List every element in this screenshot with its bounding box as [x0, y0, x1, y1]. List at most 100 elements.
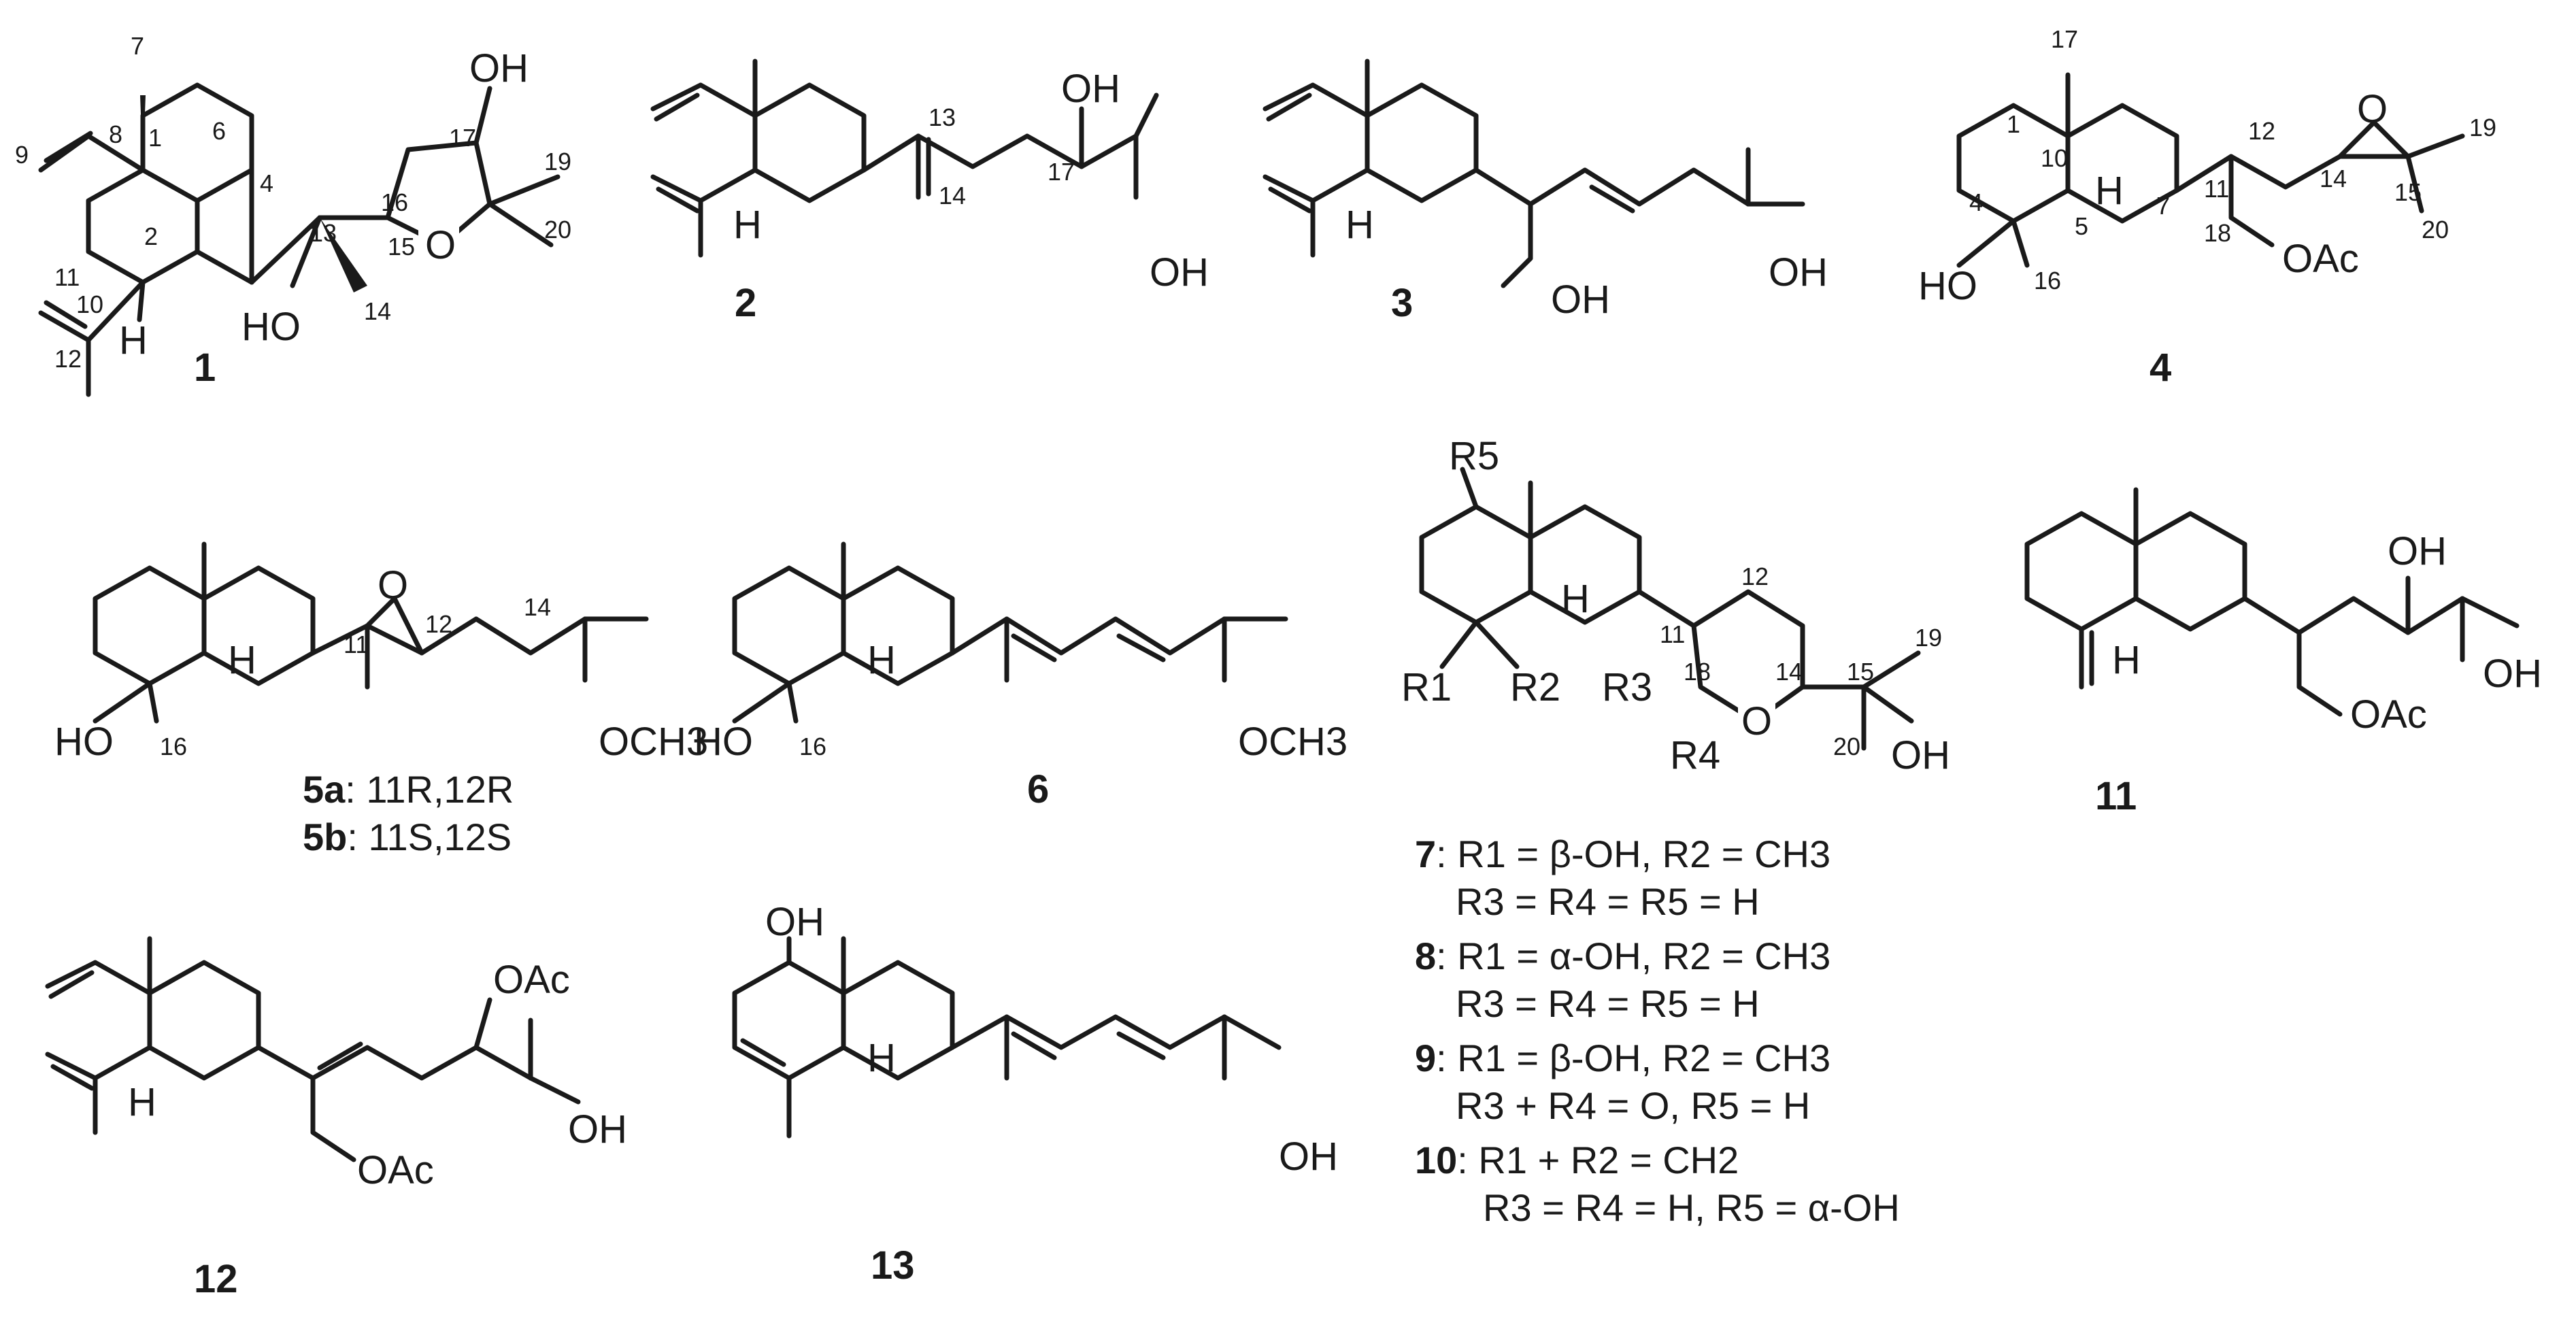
compound-13-oh-a: OH — [765, 900, 824, 944]
substituent-table: 7: R1 = β-OH, R2 = CH3 R3 = R4 = R5 = H … — [1415, 833, 1900, 1229]
compound-6-structure: HO OCH3 H 16 — [694, 541, 1348, 764]
compound-12-oac-b: OAc — [357, 1148, 434, 1192]
compound-5-och3-label: OCH3 — [599, 720, 708, 764]
compound-7-10-num-20: 20 — [1833, 733, 1860, 760]
compound-4-o-label: O — [2357, 87, 2388, 131]
compound-7-10-r3-label: R3 — [1602, 665, 1652, 709]
compound-6-id: 6 — [1027, 767, 1049, 811]
compound-7-10-r1-label: R1 — [1401, 665, 1452, 709]
compound-1-num-19: 19 — [544, 148, 571, 175]
compound-1-num-1: 1 — [148, 124, 162, 152]
compound-1-o-label: O — [425, 223, 456, 267]
compound-12-id: 12 — [194, 1257, 238, 1301]
compound-6-ho-label: HO — [694, 720, 753, 764]
compound-13-oh-b: OH — [1279, 1135, 1338, 1179]
compound-7-10-structure: O R5 R1 R2 R3 R4 OH H 11 12 14 15 18 19 … — [1401, 434, 1950, 777]
compound-1-num-20: 20 — [544, 216, 571, 243]
compound-7-10-o-label: O — [1741, 699, 1772, 743]
compound-11-structure: OH OH OAc H — [2024, 487, 2542, 737]
compound-11-oh-a: OH — [2388, 529, 2447, 573]
compound-2-structure: H OH OH 13 14 17 — [650, 58, 1209, 295]
compound-11-id: 11 — [2095, 774, 2137, 818]
compound-1-num-13: 13 — [310, 219, 337, 247]
compound-1-num-12: 12 — [54, 345, 82, 373]
compound-3-h-label: H — [1345, 203, 1374, 247]
compound-5a-legend: 5a: 11R,12R — [303, 768, 514, 811]
compound-12-oh-label: OH — [568, 1107, 627, 1152]
compound-4-num-7: 7 — [2156, 192, 2170, 220]
compound-4-ho-label: HO — [1918, 264, 1977, 308]
compound-4-num-14: 14 — [2320, 165, 2347, 192]
compound-5a-config: : 11R,12R — [345, 768, 514, 811]
compound-4-num-1: 1 — [2007, 110, 2020, 138]
compound-4-num-5: 5 — [2075, 212, 2088, 240]
compound-13-structure: OH OH H — [732, 900, 1338, 1179]
compound-7-10-num-11: 11 — [1660, 620, 1685, 648]
compound-1-num-17: 17 — [449, 124, 476, 152]
compound-1-id: 1 — [194, 346, 216, 390]
substituent-7-line1: 7: R1 = β-OH, R2 = CH3 — [1415, 833, 1830, 875]
compound-7-10-r2-label: R2 — [1510, 665, 1560, 709]
compound-7-10-r4-label: R4 — [1670, 733, 1720, 777]
compound-1-num-7: 7 — [131, 32, 144, 60]
compound-7-10-h-label: H — [1561, 577, 1590, 621]
compound-2-num-17: 17 — [1048, 158, 1075, 186]
compound-2-num-13: 13 — [929, 103, 956, 131]
compound-3-oh-b: OH — [1769, 250, 1828, 295]
compound-5-num-11: 11 — [344, 631, 369, 658]
compound-7-10-r5-label: R5 — [1449, 434, 1499, 478]
compound-2-h-label: H — [733, 203, 762, 247]
compound-5-structure: HO O OCH3 H 11 12 14 16 — [54, 541, 708, 764]
compound-6-num-16: 16 — [799, 733, 826, 760]
substituent-8-line1: 8: R1 = α-OH, R2 = CH3 — [1415, 935, 1830, 977]
compound-1-ho-label: HO — [241, 305, 301, 349]
compound-4-id: 4 — [2150, 346, 2171, 390]
compound-1-num-2: 2 — [144, 222, 158, 250]
compound-7-10-num-12: 12 — [1741, 562, 1769, 590]
substituent-10-line2: R3 = R4 = H, R5 = α-OH — [1483, 1186, 1900, 1229]
compound-12-h-label: H — [128, 1080, 156, 1124]
compound-7-10-num-19: 19 — [1915, 624, 1942, 652]
compound-3-id: 3 — [1391, 281, 1413, 325]
compound-12-structure: H OAc OH OAc — [45, 936, 627, 1192]
compound-4-num-10: 10 — [2041, 144, 2068, 172]
compound-5a-id: 5a — [303, 768, 346, 811]
compound-11-h-label: H — [2112, 638, 2141, 682]
substituent-7-line2: R3 = R4 = R5 = H — [1456, 880, 1760, 923]
compound-5-num-14: 14 — [524, 593, 551, 621]
compound-5b-config: : 11S,12S — [347, 816, 512, 858]
compound-2-id: 2 — [735, 281, 756, 325]
compound-1-num-10: 10 — [76, 290, 103, 318]
substituent-9-line1: 9: R1 = β-OH, R2 = CH3 — [1415, 1037, 1830, 1079]
compound-4-h-label: H — [2095, 169, 2124, 213]
compound-12-oac-a: OAc — [493, 958, 570, 1002]
compound-1-num-14: 14 — [364, 297, 391, 325]
compound-4-num-16: 16 — [2034, 267, 2061, 295]
compound-4-num-17: 17 — [2051, 25, 2078, 53]
compound-5-num-16: 16 — [160, 733, 187, 760]
compound-13-h-label: H — [867, 1036, 896, 1080]
compound-5-ho-label: HO — [54, 720, 114, 764]
compound-13-id: 13 — [871, 1243, 915, 1288]
substituent-9-line2: R3 + R4 = O, R5 = H — [1456, 1084, 1810, 1127]
compound-1-num-11: 11 — [54, 263, 80, 291]
compound-1-num-4: 4 — [260, 169, 273, 197]
compound-5b-legend: 5b: 11S,12S — [303, 816, 512, 858]
compound-1-h-label: H — [119, 318, 148, 363]
compound-2-num-14: 14 — [939, 182, 966, 209]
compound-5-legend: 5a: 11R,12R 5b: 11S,12S — [303, 768, 514, 858]
compound-6-h-label: H — [867, 638, 896, 682]
compound-7-10-oh-label: OH — [1891, 733, 1950, 777]
compound-1-num-15: 15 — [388, 233, 415, 261]
compound-5b-id: 5b — [303, 816, 347, 858]
compound-6-och3-label: OCH3 — [1238, 720, 1348, 764]
compound-1-num-6: 6 — [212, 117, 226, 145]
compound-1-oh-label: OH — [469, 46, 529, 90]
compound-4-structure: HO O OAc H 1 17 10 4 5 7 11 12 14 15 16 … — [1918, 25, 2496, 308]
compound-3-oh-a: OH — [1551, 278, 1610, 322]
compound-4-num-4: 4 — [1969, 188, 1983, 216]
compound-2-oh-b: OH — [1150, 250, 1209, 295]
compound-4-num-15: 15 — [2394, 178, 2422, 206]
compound-5-o-label: O — [378, 563, 408, 607]
